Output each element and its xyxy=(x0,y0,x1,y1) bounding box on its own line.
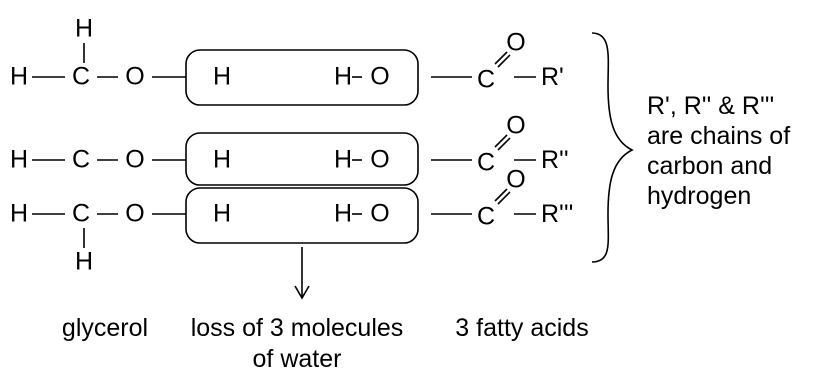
row-2-hydroxyl-h: H xyxy=(333,145,353,174)
row-1-glycerol-c: C xyxy=(71,62,91,91)
water-loss-label-line-2: of water xyxy=(252,345,342,374)
water-loss-label: loss of 3 molecules of water xyxy=(191,313,404,376)
row-2-glycerol-o: O xyxy=(125,145,145,174)
row-3-hydroxyl-h: H xyxy=(333,199,353,228)
row-1-glycerol-o: O xyxy=(125,62,145,91)
r-group-note-line-1: R', R'' & R''' xyxy=(647,92,775,120)
water-box-2 xyxy=(185,132,419,186)
row-2-r-group: R'' xyxy=(541,146,569,174)
r-group-note-line-3: carbon and xyxy=(647,152,773,180)
row-2-carbonyl-c: C xyxy=(476,148,496,177)
row-3-carbonyl-o: O xyxy=(506,165,526,194)
row-2-hydroxyl-o: O xyxy=(370,145,390,174)
row-1-carbonyl-c: C xyxy=(476,65,496,94)
row-2-water-h: H xyxy=(212,145,232,174)
row-1-hydroxyl-o: O xyxy=(370,62,390,91)
row-2-glycerol-c: C xyxy=(71,145,91,174)
fatty-acids-label: 3 fatty acids xyxy=(455,314,589,342)
row-3-glycerol-h: H xyxy=(9,199,29,228)
r-group-note-line-4: hydrogen xyxy=(647,182,752,210)
row-2-glycerol-h: H xyxy=(9,145,29,174)
row-3-glycerol-o: O xyxy=(125,199,145,228)
row-3-water-h: H xyxy=(212,199,232,228)
row-3-hydroxyl-o: O xyxy=(370,199,390,228)
row-3-glycerol-c: C xyxy=(71,199,91,228)
water-box-1 xyxy=(185,49,419,106)
curly-brace xyxy=(591,32,634,263)
r-group-note-line-2: are chains of xyxy=(647,122,791,150)
glycerol-label: glycerol xyxy=(61,314,149,342)
down-arrow-head xyxy=(294,285,310,300)
row-2-carbonyl-o: O xyxy=(506,111,526,140)
row-3-bonds xyxy=(32,188,536,215)
row-3-r-group: R''' xyxy=(541,200,574,228)
water-box-3 xyxy=(185,187,419,244)
row-1-water-h: H xyxy=(212,62,232,91)
row-1-bonds xyxy=(32,51,536,78)
water-loss-label-line-1: loss of 3 molecules xyxy=(190,314,404,342)
row-3-carbonyl-c: C xyxy=(476,202,496,231)
row-2-bonds xyxy=(32,134,536,161)
top-hydrogen: H xyxy=(74,14,94,43)
row-1-carbonyl-o: O xyxy=(506,28,526,57)
bottom-hydrogen: H xyxy=(74,247,94,276)
row-1-hydroxyl-h: H xyxy=(333,62,353,91)
r-group-note: R', R'' & R''' are chains of carbon and … xyxy=(647,91,790,211)
row-1-r-group: R' xyxy=(541,63,564,91)
row-1-glycerol-h: H xyxy=(9,62,29,91)
